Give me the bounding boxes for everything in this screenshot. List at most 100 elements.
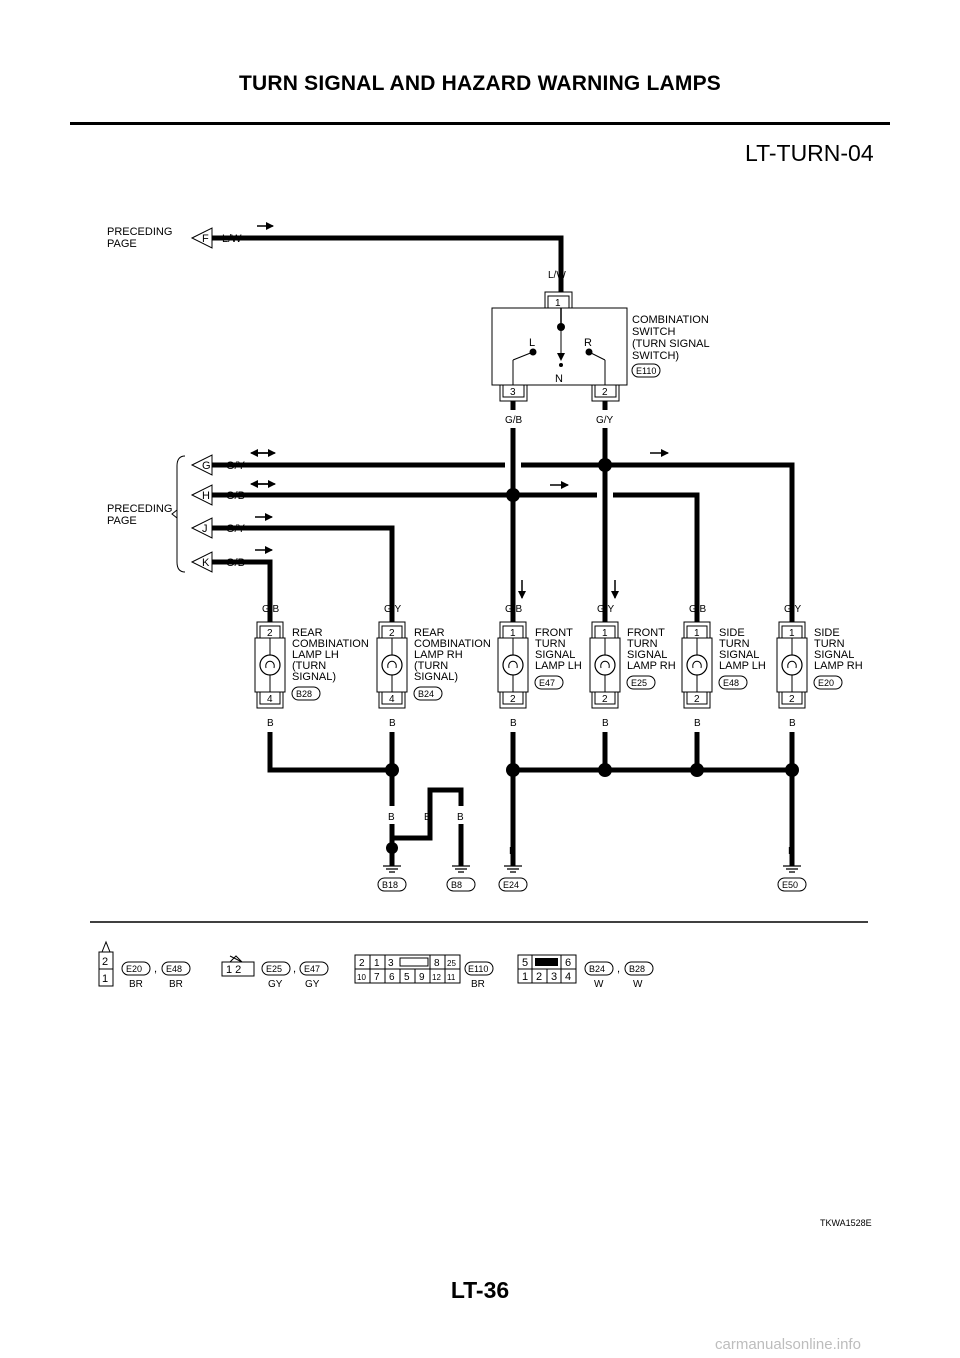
lamp-wire-in-label: G/B xyxy=(505,604,523,615)
lamp-name-line: (TURN xyxy=(292,660,326,672)
connector-tag xyxy=(813,675,843,690)
ground-tag xyxy=(377,877,407,892)
flag-g: G xyxy=(190,454,213,476)
svg-text:7: 7 xyxy=(374,972,380,983)
svg-text:PAGE: PAGE xyxy=(107,515,137,527)
lamp-pin-top: 2 xyxy=(267,628,273,639)
svg-text:GY: GY xyxy=(305,979,320,990)
svg-text:1: 1 xyxy=(522,971,528,983)
svg-text:25: 25 xyxy=(447,959,456,968)
connector-view-b24-b28: 5 6 1 2 3 4 B24 , B28 W W xyxy=(517,954,654,990)
connector-view-e20-e48: 2 1 E20 , E48 BR BR xyxy=(98,940,191,990)
lamp-name-line: SIGNAL) xyxy=(414,671,458,683)
lamp-name-line: SIGNAL xyxy=(535,649,575,661)
lamp-wire-in-label: G/Y xyxy=(597,604,615,615)
bulb-icon xyxy=(259,654,281,676)
ground-e24: E24 xyxy=(498,840,528,892)
svg-text:5: 5 xyxy=(404,972,410,983)
ground-e50: E50 xyxy=(777,840,807,892)
svg-text:4: 4 xyxy=(565,971,571,983)
connector-tag-label: E47 xyxy=(539,678,555,688)
svg-text:L: L xyxy=(529,337,535,349)
ground-tag xyxy=(498,877,528,892)
svg-text:8: 8 xyxy=(434,958,440,969)
combination-switch: 1 L R N 3 2 xyxy=(491,291,628,402)
svg-text:BR: BR xyxy=(471,979,485,990)
bulb-icon xyxy=(781,654,803,676)
svg-text:B28: B28 xyxy=(629,964,645,974)
wire-j-gy xyxy=(212,525,395,622)
ground-tag-label: B18 xyxy=(382,880,398,890)
lamp-pin-top: 1 xyxy=(602,628,608,639)
flag-k: K xyxy=(190,551,213,573)
lamp-name-line: LAMP RH xyxy=(814,660,863,672)
connector-tag xyxy=(534,675,564,690)
lamp-name-line: COMBINATION xyxy=(292,638,369,650)
lamp-name-line: REAR xyxy=(414,627,445,639)
svg-text:3: 3 xyxy=(388,958,394,969)
lamp-name-line: SIGNAL xyxy=(814,649,854,661)
svg-text:E47: E47 xyxy=(304,964,320,974)
svg-text:W: W xyxy=(594,979,604,990)
lamp-name-line: LAMP RH xyxy=(414,649,463,661)
connector-view-e25-e47: 1 2 E25 , E47 GY GY xyxy=(221,955,329,990)
svg-text:N: N xyxy=(555,373,563,385)
lamp-pin-bottom: 2 xyxy=(694,694,700,705)
svg-text:W: W xyxy=(633,979,643,990)
bulb-icon xyxy=(502,654,524,676)
svg-text:PAGE: PAGE xyxy=(107,238,137,250)
connector-tag-label: B28 xyxy=(296,689,312,699)
bulb-icon xyxy=(686,654,708,676)
flag-j: J xyxy=(190,517,213,539)
page-title: TURN SIGNAL AND HAZARD WARNING LAMPS xyxy=(238,72,722,95)
svg-text:SWITCH: SWITCH xyxy=(632,326,675,338)
svg-text:B24: B24 xyxy=(589,964,605,974)
svg-text:2: 2 xyxy=(536,971,542,983)
connector-tag xyxy=(291,686,321,701)
page-number: LT-36 xyxy=(450,1277,510,1303)
lamp-wire-out-label: B xyxy=(389,718,396,729)
svg-text:E110: E110 xyxy=(468,964,488,974)
lamp-name-line: FRONT xyxy=(627,627,665,639)
lamp-name-line: FRONT xyxy=(535,627,573,639)
lamp-name-line: REAR xyxy=(292,627,323,639)
svg-text:1: 1 xyxy=(555,298,561,309)
lamp-name-line: SIGNAL xyxy=(719,649,759,661)
svg-text:6: 6 xyxy=(389,972,395,983)
flag-f: F xyxy=(190,227,213,249)
switch-out-right-wire-label: G/Y xyxy=(596,415,614,426)
splice-gy xyxy=(598,458,612,472)
diagram-code: LT-TURN-04 xyxy=(745,140,874,166)
lamp-wire-in-label: G/Y xyxy=(384,604,402,615)
lamp-wire-out-label: B xyxy=(602,718,609,729)
connector-tag-e110: E110 xyxy=(631,363,661,378)
wire-ground-b8-link xyxy=(392,787,464,841)
lamp-pin-bottom: 2 xyxy=(789,694,795,705)
bulb-icon xyxy=(381,654,403,676)
wire-f-lw xyxy=(212,235,564,292)
connector-tag-label: E25 xyxy=(631,678,647,688)
svg-text:1: 1 xyxy=(102,973,108,985)
lamp-name-line: TURN xyxy=(814,638,845,650)
lamp-pin-bottom: 2 xyxy=(510,694,516,705)
svg-text:J: J xyxy=(202,523,208,535)
lamp-name-line: TURN xyxy=(535,638,566,650)
svg-text:3: 3 xyxy=(551,971,557,983)
ground-b18: B18 xyxy=(377,848,407,892)
lamp-wire-in-label: G/B xyxy=(262,604,280,615)
svg-text:R: R xyxy=(584,337,592,349)
title-rule xyxy=(70,122,890,125)
splice-ground-rear xyxy=(385,763,399,777)
svg-text:2: 2 xyxy=(102,956,108,968)
connector-tag-label: E48 xyxy=(723,678,739,688)
lamp-name-line: LAMP LH xyxy=(535,660,582,672)
svg-text:H: H xyxy=(202,490,210,502)
preceding-page-brace xyxy=(176,455,186,573)
svg-text:12: 12 xyxy=(432,973,441,982)
